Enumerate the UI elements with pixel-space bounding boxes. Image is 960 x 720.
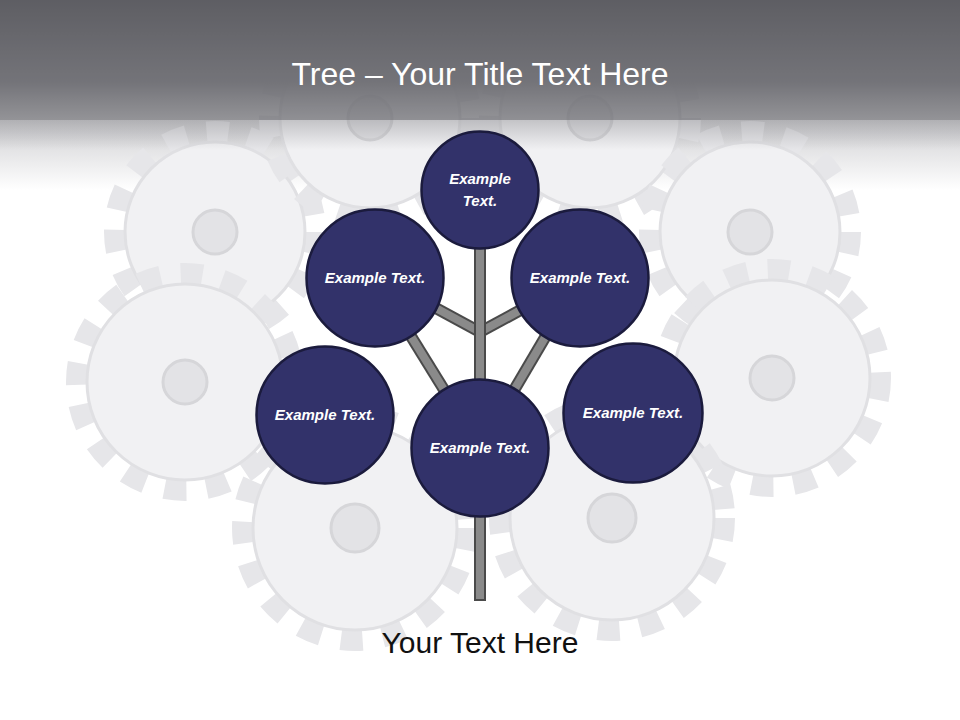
circle-shape <box>257 347 394 484</box>
circle-text-box: Example Text. <box>255 345 395 485</box>
circle-text-box: Example Text. <box>562 342 704 484</box>
circle-shape <box>307 210 444 347</box>
branch-outline <box>514 337 545 390</box>
circle-text-box: Example Text. <box>410 378 550 518</box>
circle-label: Example Text. <box>430 437 530 460</box>
branch-outline <box>474 248 486 380</box>
tree-branch <box>411 336 445 390</box>
circle-label: Example Text. <box>437 168 523 213</box>
tree-circle: Example Text. <box>420 130 540 250</box>
circle-shape <box>512 210 649 347</box>
circle-shape <box>564 344 703 483</box>
tree-circle: Example Text. <box>510 208 650 348</box>
circle-text-box: Example Text. <box>305 208 445 348</box>
tree-circle: Example Text. <box>410 378 550 518</box>
circle-shape <box>412 380 549 517</box>
title-band <box>0 0 960 150</box>
tree-circle: Example Text. <box>255 345 395 485</box>
tree-branch <box>476 248 484 380</box>
circle-shape <box>422 132 539 249</box>
tree-circle: Example Text. <box>305 208 445 348</box>
circle-label: Example Text. <box>530 267 630 290</box>
circle-label: Example Text. <box>325 267 425 290</box>
slide-title: Tree – Your Title Text Here <box>0 52 960 96</box>
slide-caption: Your Text Here <box>0 622 960 664</box>
circle-label: Example Text. <box>275 404 375 427</box>
circle-label: Example Text. <box>583 402 683 425</box>
title-band-shade <box>0 0 960 120</box>
branch-outline <box>411 336 445 390</box>
circle-text-box: Example Text. <box>420 130 540 250</box>
tree-branch <box>514 337 545 390</box>
tree-circle: Example Text. <box>562 342 704 484</box>
circle-text-box: Example Text. <box>510 208 650 348</box>
circle-outline <box>420 130 540 250</box>
